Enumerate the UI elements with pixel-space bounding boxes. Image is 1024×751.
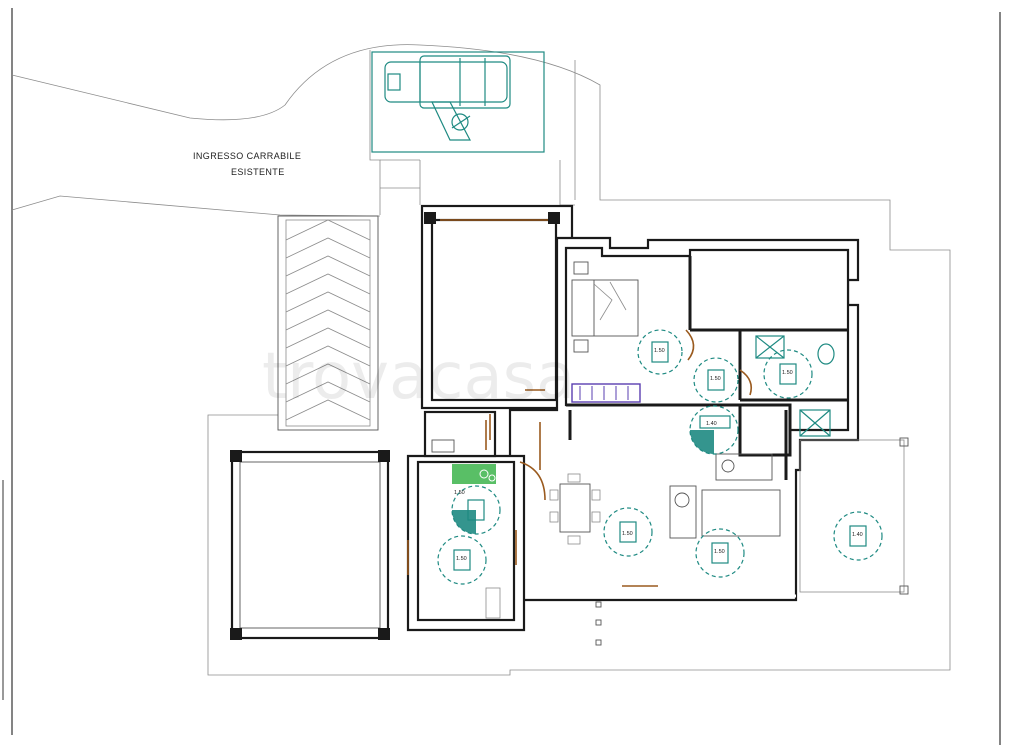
turning-circle-label-6: 1.50: [456, 556, 467, 562]
wardrobe-hangers: [579, 386, 629, 400]
turning-circle-1: 1.50: [637, 329, 683, 375]
turning-circle-7: 1.50: [603, 507, 653, 557]
access-label-line2: ESISTENTE: [231, 167, 285, 177]
turning-circle-4: 1.40: [689, 405, 739, 455]
service-annex: [406, 410, 546, 632]
site-boundary-curve: [11, 44, 951, 676]
door-swing-bath: [739, 369, 753, 396]
dining-table: [549, 473, 601, 545]
turning-circle-3: 1.50: [763, 349, 813, 399]
van-icon: [384, 55, 511, 141]
main-house: [508, 236, 860, 602]
turning-circle-label-2: 1.50: [710, 376, 721, 382]
turning-circle-label-9: 1.40: [852, 532, 863, 538]
turning-circle-label-3: 1.50: [782, 370, 793, 376]
garage-block: [420, 204, 574, 410]
turning-circle-6: 1.50: [437, 535, 487, 585]
driveway-edge: [11, 195, 381, 217]
turning-circle-2: 1.50: [693, 357, 739, 403]
turning-circle-label-5: 1.50: [454, 490, 465, 496]
turning-circle-label-4: 1.40: [706, 421, 717, 427]
double-bed: [571, 261, 639, 353]
bathroom: [755, 335, 835, 437]
road-edge-2: [559, 160, 575, 206]
road-edge: [369, 50, 381, 215]
door-swing-bedroom: [685, 329, 695, 361]
accessible-parking-box: [371, 51, 545, 153]
turning-circle-label-7: 1.50: [622, 531, 633, 537]
carport: [230, 450, 390, 640]
paving-strip: [277, 215, 379, 431]
watermark: trovacasa: [262, 340, 575, 414]
sofa: [669, 453, 781, 539]
terrace: [595, 437, 909, 646]
turning-circle-5: 1.50: [451, 485, 501, 535]
turning-circle-label-1: 1.50: [654, 348, 665, 354]
turning-circle-9: 1.40: [833, 511, 883, 561]
wardrobe: [571, 383, 641, 403]
access-label-line1: INGRESSO CARRABILE: [193, 151, 301, 161]
turning-circle-8: 1.50: [695, 528, 745, 578]
turning-circle-label-8: 1.50: [714, 549, 725, 555]
